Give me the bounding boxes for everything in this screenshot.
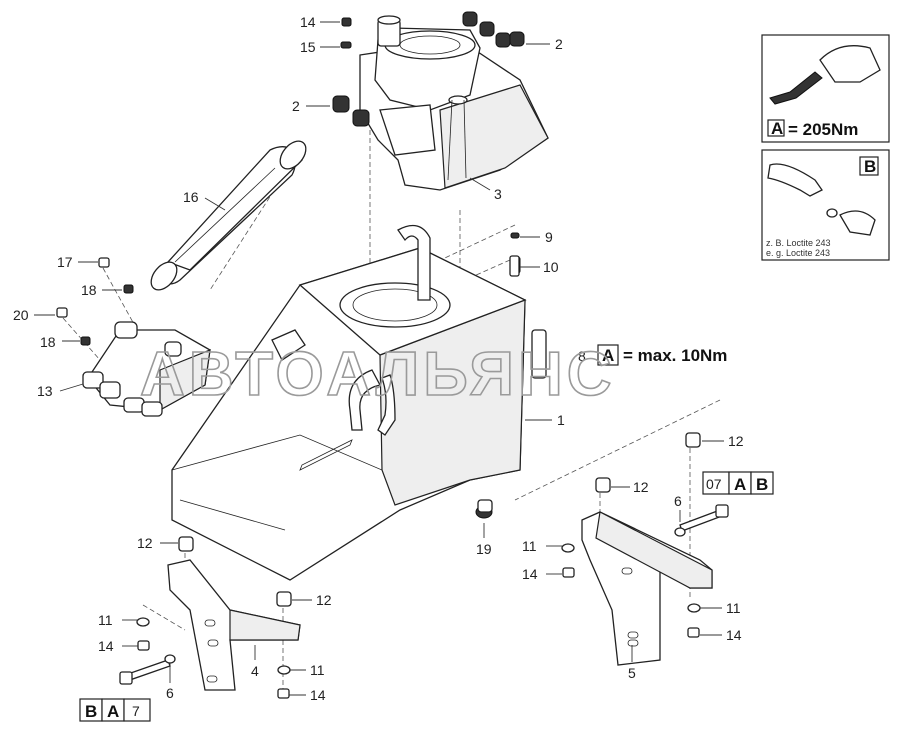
callout-14: 14 [98, 638, 114, 654]
part-6-bolt-right [674, 504, 729, 537]
callout-11: 11 [310, 662, 325, 678]
part-14-nut-left-b [277, 688, 290, 699]
callout-12: 12 [728, 433, 744, 449]
part-16-hose [150, 140, 307, 291]
part-17-screw [98, 257, 110, 268]
callout-19: 19 [476, 541, 492, 557]
callout-11: 11 [522, 538, 537, 554]
callout-9: 9 [545, 229, 553, 245]
callout-12: 12 [633, 479, 649, 495]
callout-14: 14 [310, 687, 326, 703]
callout-13: 13 [37, 383, 53, 399]
callout-numbers: 14 15 2 2 3 16 17 18 20 18 13 9 10 8 1 1… [13, 14, 744, 703]
loctite-key-box [859, 156, 879, 176]
part-11-washer-left-b [277, 665, 291, 675]
part-12-mounts [178, 432, 701, 607]
callout-3: 3 [494, 186, 502, 202]
part-15-washer-top [340, 41, 352, 49]
callout-6: 6 [674, 493, 682, 509]
part-14-nut-right [562, 567, 575, 578]
part-10-screw [509, 255, 520, 277]
callout-1: 1 [557, 412, 565, 428]
torque-key: A [602, 346, 614, 365]
callout-8: 8 [578, 348, 586, 364]
part-14-nut-left [137, 640, 150, 651]
hand-wrench-illustration [819, 45, 881, 83]
callout-15: 15 [300, 39, 316, 55]
part-11-washer-left [136, 617, 150, 627]
part-9-washer [510, 232, 520, 239]
callout-2: 2 [292, 98, 300, 114]
part-18-nut-b [80, 336, 91, 346]
torque-key: A [771, 119, 783, 138]
callout-20: 20 [13, 307, 29, 323]
torque-box-10: A = max. 10Nm [597, 344, 727, 366]
ref-number: 07 [706, 476, 722, 492]
callout-18: 18 [81, 282, 97, 298]
loctite-line-1: z. B. Loctite 243 [766, 238, 831, 248]
torque-value: = 205Nm [788, 120, 858, 139]
loctite-key: B [864, 157, 876, 176]
part-2-plugs [332, 11, 525, 127]
part-4-bracket [167, 559, 301, 691]
loctite-box: B z. B. Loctite 243 e. g. Loctite 243 [761, 149, 890, 261]
ref-key-a: A [107, 702, 119, 721]
part-20-screw [56, 307, 68, 318]
ref-box-right: 07 A B [702, 471, 774, 495]
part-14-nut-top [341, 17, 352, 27]
bottle-illustration [767, 163, 823, 197]
callout-4: 4 [251, 663, 259, 679]
part-18-nut-a [123, 284, 134, 294]
ref-key-b: B [756, 475, 768, 494]
part-11-washer-right [561, 543, 575, 553]
ref-number: 7 [132, 703, 140, 719]
callout-12: 12 [316, 592, 332, 608]
watermark: АВТОАЛЬЯНС [140, 340, 616, 409]
part-13-manifold [82, 321, 211, 417]
callout-11: 11 [98, 612, 113, 628]
callout-12: 12 [137, 535, 153, 551]
part-14-nut-right-b [687, 627, 700, 638]
callout-10: 10 [543, 259, 559, 275]
callout-18: 18 [40, 334, 56, 350]
hand-illustration [839, 210, 876, 236]
callout-14: 14 [522, 566, 538, 582]
part-5-bracket [581, 511, 713, 666]
part-1-tank [171, 224, 547, 581]
ref-box-left: B A 7 [79, 698, 151, 722]
leader-lines [34, 21, 724, 696]
torque-box-205: A = 205Nm [761, 34, 890, 143]
callout-14: 14 [726, 627, 742, 643]
callout-14: 14 [300, 14, 316, 30]
callout-2: 2 [555, 36, 563, 52]
callout-17: 17 [57, 254, 73, 270]
callout-11: 11 [726, 600, 741, 616]
drop-icon [826, 208, 838, 218]
torque-value: = max. 10Nm [623, 346, 727, 365]
part-11-washer-right-b [687, 603, 701, 613]
part-3-valve-housing [359, 15, 549, 191]
torque-key-box [597, 344, 619, 366]
callout-5: 5 [628, 665, 636, 681]
torque-key-box [767, 119, 785, 137]
ref-key-a: A [734, 475, 746, 494]
part-6-bolt-left [119, 654, 176, 685]
ref-key-b: B [85, 702, 97, 721]
callout-16: 16 [183, 189, 199, 205]
callout-6: 6 [166, 685, 174, 701]
loctite-line-2: e. g. Loctite 243 [766, 248, 830, 258]
